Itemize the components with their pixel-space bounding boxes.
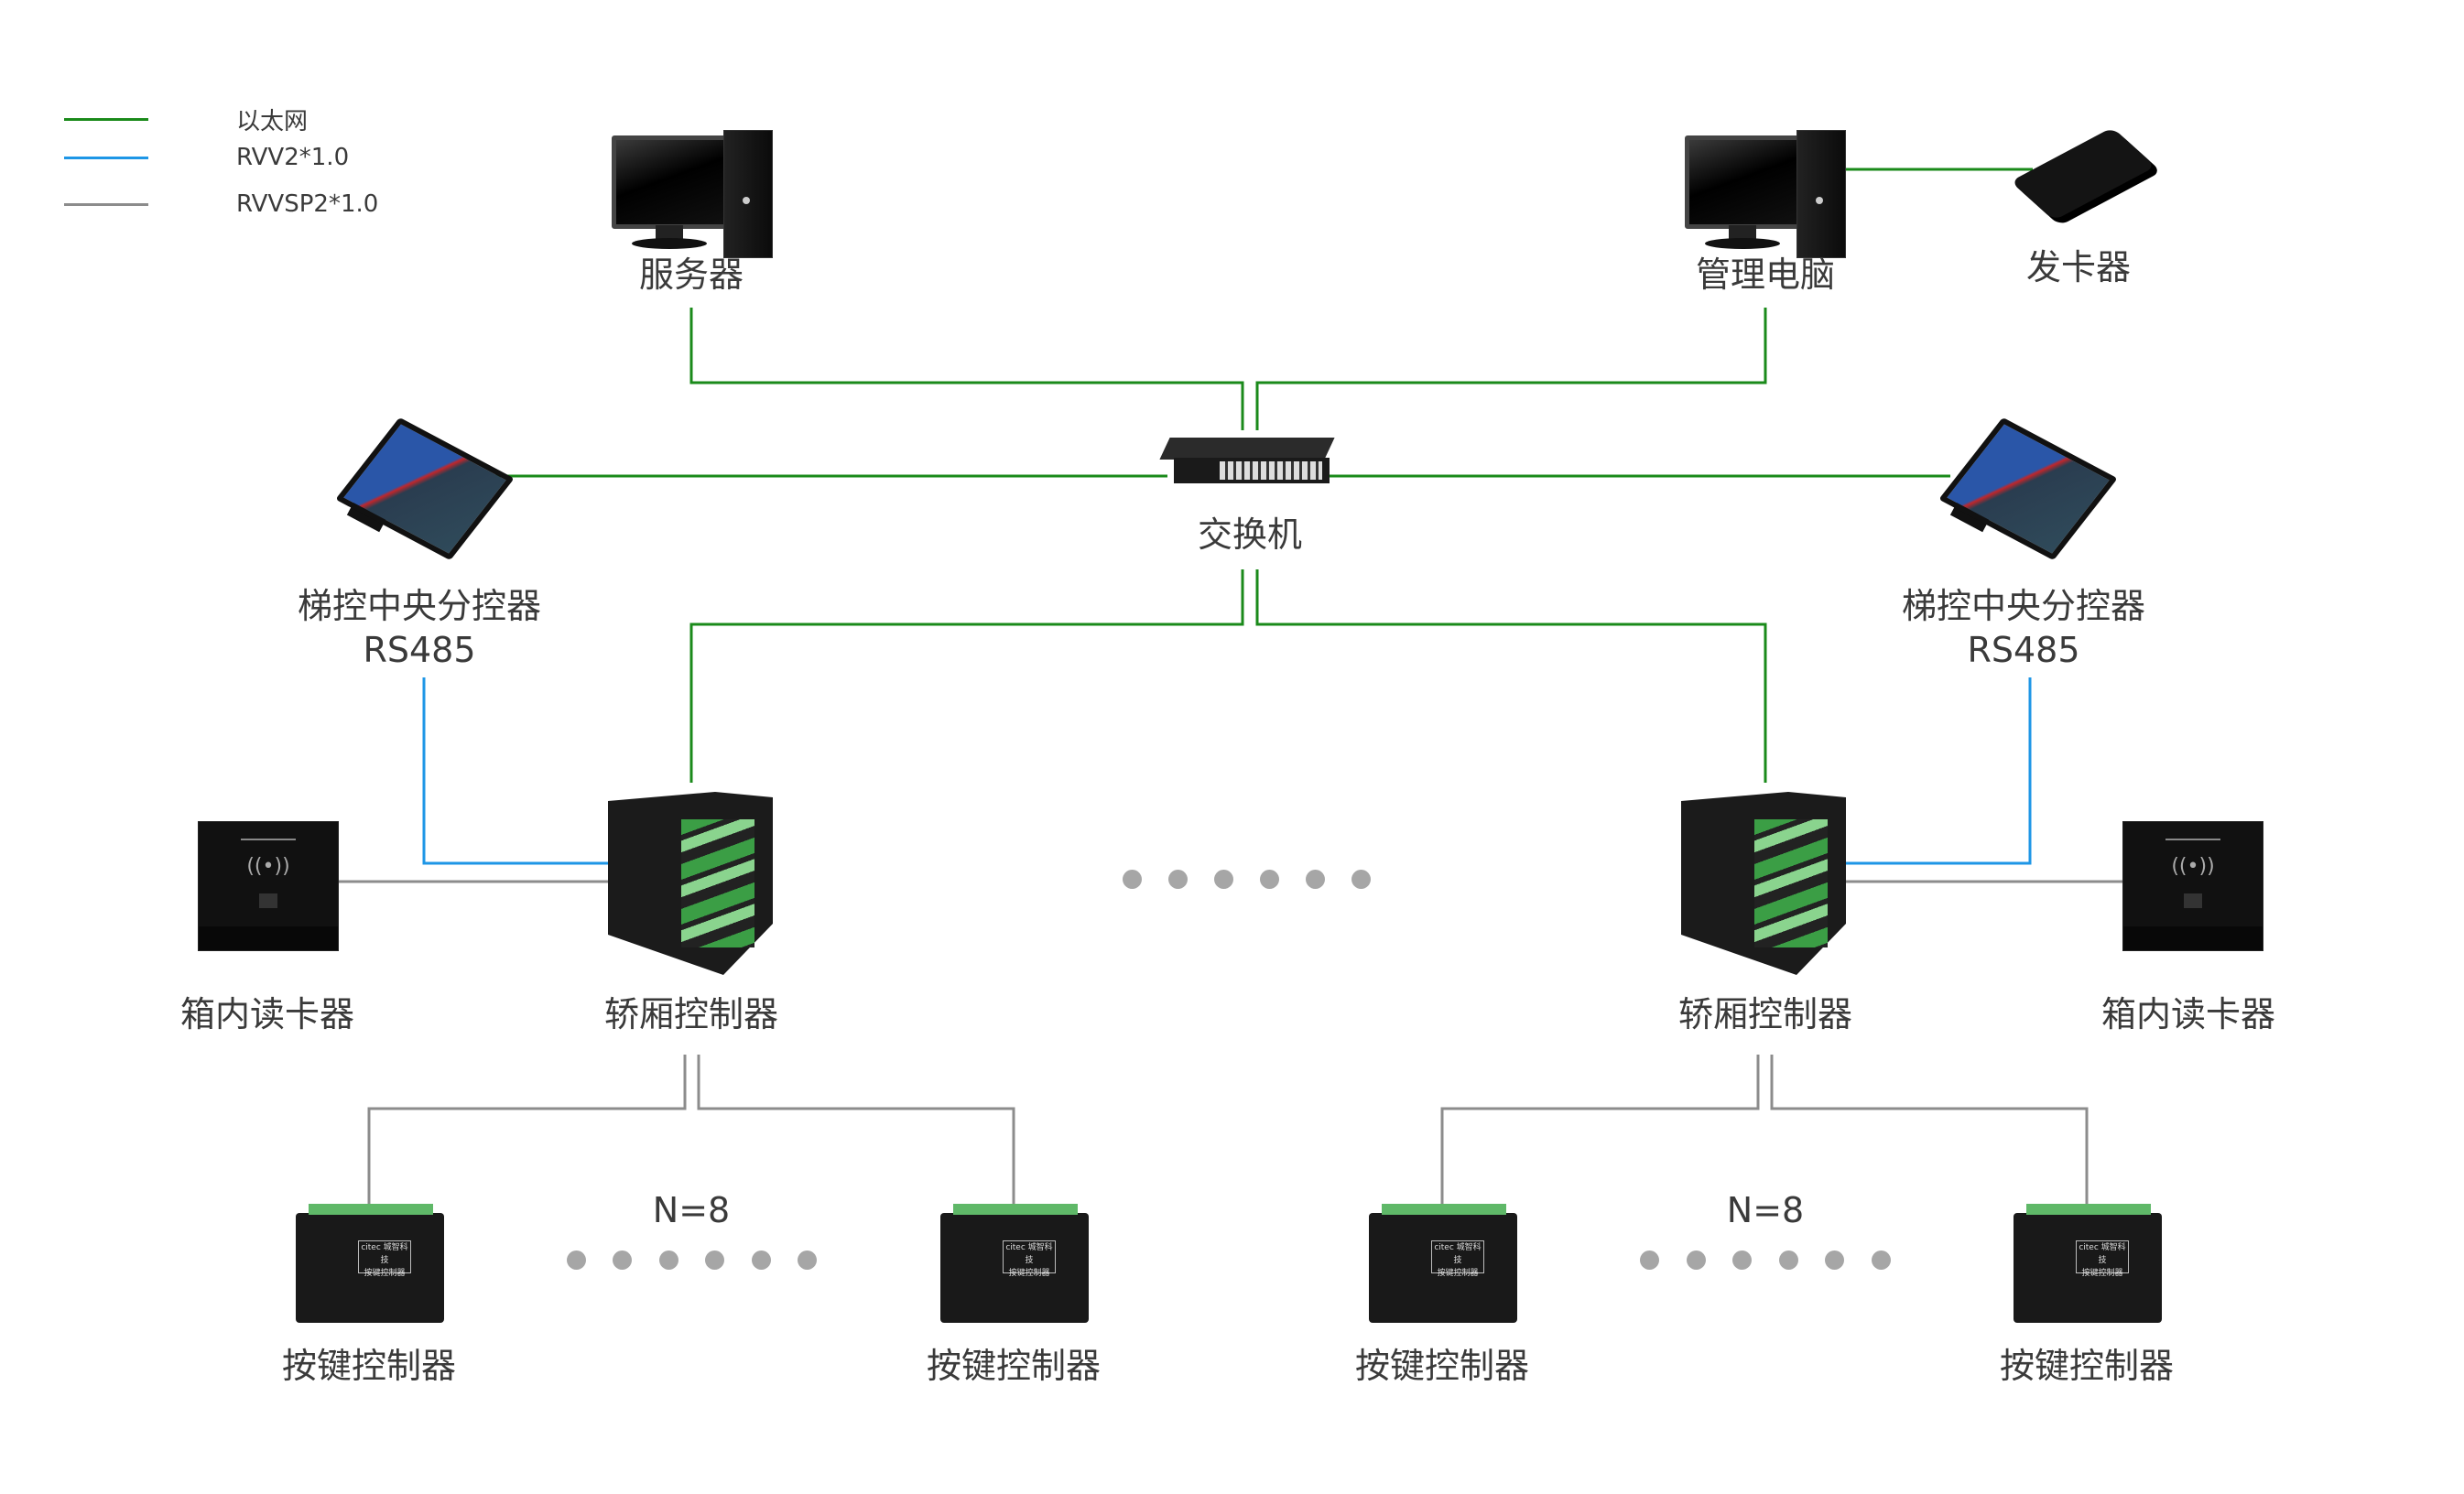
- wire-bus-left-a: [367, 1055, 687, 1207]
- legend-swatch-rvvsp: [64, 202, 148, 206]
- key-controller-3-icon: citec 城智科技按键控制器: [1369, 1204, 1517, 1323]
- switch-label: 交换机: [1197, 514, 1303, 555]
- panel-name: 按键控制器: [1437, 1269, 1479, 1278]
- key-controller-1-icon: citec 城智科技按键控制器: [296, 1204, 444, 1323]
- ellipsis-dot: [1732, 1250, 1752, 1270]
- car-controller-left-icon: [608, 783, 773, 975]
- panel-name: 按键控制器: [1008, 1269, 1050, 1278]
- ellipsis-dot: [1260, 870, 1279, 889]
- card-reader-right-label: 箱内读卡器: [2100, 994, 2276, 1034]
- ellipsis-dot: [567, 1250, 586, 1270]
- panel-brand: citec 城智科技: [1005, 1243, 1053, 1265]
- wire-switch-car-left: [689, 569, 1244, 783]
- legend-label: RVV2*1.0: [236, 144, 350, 171]
- ellipsis-dot: [1351, 870, 1371, 889]
- network-switch-icon: [1159, 438, 1335, 483]
- ellipsis-dot: [1214, 870, 1233, 889]
- central-controller-right-protocol: RS485: [1967, 630, 2080, 670]
- panel-name: 按键控制器: [364, 1269, 406, 1278]
- ellipsis-dot: [659, 1250, 678, 1270]
- ellipsis-dot: [1779, 1250, 1798, 1270]
- key-controller-2-icon: citec 城智科技按键控制器: [940, 1204, 1089, 1323]
- server-label: 服务器: [638, 254, 744, 295]
- central-controller-right-label: 梯控中央分控器: [1901, 586, 2146, 626]
- card-issuer-icon: [2010, 127, 2156, 221]
- key-controller-4-icon: citec 城智科技按键控制器: [2014, 1204, 2162, 1323]
- ellipsis-dot: [1872, 1250, 1891, 1270]
- panel-brand: citec 城智科技: [2079, 1243, 2126, 1265]
- legend-swatch-rvv: [64, 156, 148, 159]
- card-reader-left-label: 箱内读卡器: [179, 994, 355, 1034]
- legend-swatch-ethernet: [64, 118, 148, 121]
- ellipsis-dot: [798, 1250, 817, 1270]
- panel-name: 按键控制器: [2081, 1269, 2123, 1278]
- ellipsis-dot: [1306, 870, 1325, 889]
- car-controller-left-label: 轿厢控制器: [603, 994, 779, 1034]
- card-reader-right-icon: ((•)): [2122, 821, 2263, 951]
- central-controller-right-icon: [1938, 417, 2118, 561]
- central-controller-left-protocol: RS485: [363, 630, 476, 670]
- ellipsis-dot: [1168, 870, 1188, 889]
- legend-rvvsp: RVVSP2*1.0: [64, 190, 378, 218]
- count-label-right: N=8: [1726, 1190, 1805, 1230]
- key-controller-2-label: 按键控制器: [926, 1346, 1102, 1386]
- ellipsis-dot: [1825, 1250, 1844, 1270]
- nfc-icon: ((•)): [2171, 855, 2215, 878]
- wire-server-switch: [689, 308, 1244, 430]
- legend-label: RVVSP2*1.0: [236, 190, 379, 218]
- wire-bus-right-a: [1440, 1055, 1760, 1207]
- wire-bus-left-b: [697, 1055, 1015, 1207]
- key-controller-4-label: 按键控制器: [1999, 1346, 2175, 1386]
- legend-label: 以太网: [236, 108, 309, 135]
- key-controller-1-label: 按键控制器: [281, 1346, 457, 1386]
- legend-rvv: RVV2*1.0: [64, 144, 349, 171]
- central-controller-left-icon: [335, 417, 515, 561]
- wire-bus-right-b: [1770, 1055, 2089, 1207]
- car-controller-right-label: 轿厢控制器: [1677, 994, 1853, 1034]
- wire-rs485-right: [1840, 677, 2032, 865]
- nfc-icon: ((•)): [246, 855, 290, 878]
- wire-admin-switch: [1255, 308, 1767, 430]
- legend-ethernet: 以太网: [64, 103, 308, 136]
- ellipsis-dot: [705, 1250, 724, 1270]
- ellipsis-dot: [1123, 870, 1142, 889]
- card-issuer-label: 发卡器: [2025, 247, 2132, 287]
- car-controller-right-icon: [1681, 783, 1846, 975]
- ellipsis-dot: [1687, 1250, 1706, 1270]
- admin-pc-label: 管理电脑: [1695, 254, 1836, 295]
- wire-switch-car-right: [1255, 569, 1767, 783]
- card-reader-left-icon: ((•)): [198, 821, 339, 951]
- count-label-left: N=8: [652, 1190, 731, 1230]
- wire-rs485-left: [422, 677, 615, 865]
- ellipsis-dot: [752, 1250, 771, 1270]
- ellipsis-dot: [1640, 1250, 1659, 1270]
- admin-computer-icon: [1685, 130, 1846, 258]
- central-controller-left-label: 梯控中央分控器: [297, 586, 542, 626]
- key-controller-3-label: 按键控制器: [1354, 1346, 1530, 1386]
- panel-brand: citec 城智科技: [1434, 1243, 1482, 1265]
- server-computer-icon: [612, 130, 773, 258]
- panel-brand: citec 城智科技: [361, 1243, 408, 1265]
- ellipsis-dot: [613, 1250, 632, 1270]
